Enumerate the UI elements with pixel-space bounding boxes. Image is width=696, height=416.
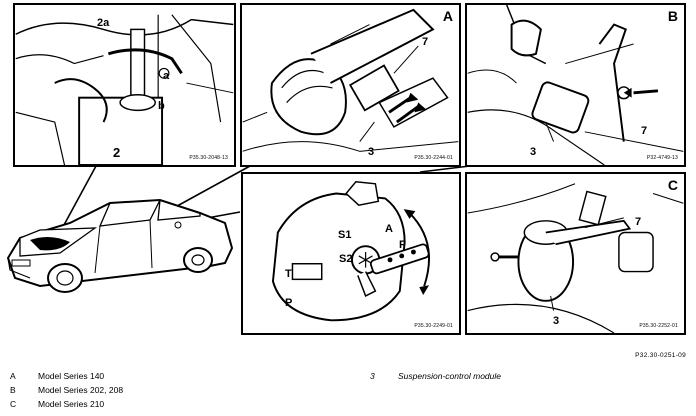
control-module-detail-panel: S1 S2 A F T P P35.30-2249-01 [241,172,461,335]
panel-b-letter: B [667,8,678,24]
control-module-drawing [271,181,430,322]
label-a: A [385,223,393,235]
panel-c-drawing [467,183,684,333]
label-7: 7 [635,216,642,228]
panel-b-drawing [467,5,684,165]
panel-c-letter: C [667,177,678,193]
label-7: 7 [422,36,429,48]
panel-code: P35.30-2252-01 [639,323,678,329]
legend-text: Suspension-control module [398,371,502,381]
label-2a: 2a [97,17,110,29]
panel-code: P35.30-2244-01 [414,155,453,161]
legend-item-a: A Model Series 140 [10,371,210,381]
car-illustration [6,198,234,293]
label-3: 3 [368,146,375,158]
panel-a: A 7 3 P35.30-2244-01 [240,3,461,167]
panel-a-drawing [242,8,459,152]
label-3: 3 [553,315,560,327]
panel-c: C 7 3 P35.30-2252-01 [465,172,686,335]
label-b: b [158,100,165,112]
legend-text: Model Series 210 [38,399,105,409]
label-f: F [399,239,406,251]
panel-code: P35.30-2249-01 [414,323,453,329]
legend-item-b: B Model Series 202, 208 [10,385,210,395]
label-s2: S2 [339,253,353,265]
legend-key: A [10,371,16,381]
engine-bay-panel: 2a a b 2 P35.30-2048-13 [13,3,236,167]
legend-key: B [10,385,16,395]
label-7: 7 [641,125,648,137]
legend-key: 3 [370,371,375,381]
legend-text: Model Series 202, 208 [38,385,124,395]
legend-text: Model Series 140 [38,371,105,381]
label-t: T [285,268,292,280]
engine-bay-drawing [15,14,234,165]
legend-item-suspension-module: 3 Suspension-control module [370,371,590,381]
panel-b: B 7 3 P32-4749-13 [465,3,686,167]
label-a: a [163,70,170,82]
panel-a-letter: A [442,8,453,24]
panel-code: P35.30-2048-13 [189,155,228,161]
label-p: P [285,297,293,309]
label-3: 3 [530,146,537,158]
figure-reference: P32.30-0251-09 [635,352,686,359]
label-2: 2 [113,145,121,160]
legend-item-c: C Model Series 210 [10,399,210,409]
label-s1: S1 [338,229,352,241]
legend-key: C [10,399,17,409]
panel-code: P32-4749-13 [646,155,678,161]
